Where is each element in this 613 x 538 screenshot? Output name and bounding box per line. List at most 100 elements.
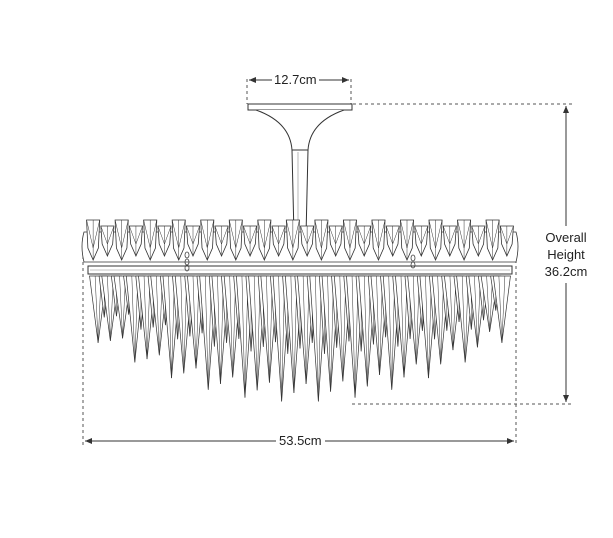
crystal-spike-facet [217, 275, 221, 384]
crystal-spike-facet [107, 275, 111, 341]
crown-crystal-facet [306, 225, 314, 245]
crown-crystal-facet [321, 219, 329, 249]
crystal-spike-facet [131, 275, 136, 363]
crystal-spike-facet [449, 275, 454, 351]
crown-crystal-facet [149, 219, 158, 249]
crystal-spike-facet [156, 275, 160, 356]
crown-crystal-facet [463, 219, 471, 249]
crown-crystal-facet [428, 219, 436, 249]
crown-crystal-facet [129, 225, 137, 245]
crown-crystal-facet [414, 225, 422, 245]
crown-crystal-facet [200, 219, 208, 249]
crown-crystal-facet [121, 219, 129, 249]
overall-height-line1: Overall [545, 230, 587, 245]
crystal-spike-facet [180, 275, 185, 374]
crown-crystal-facet [492, 219, 500, 249]
crown-crystal-facet [164, 225, 172, 245]
crown-crystal-facet [343, 219, 351, 249]
crystal-spike-facet [266, 275, 270, 383]
crown-crystal-facet [363, 225, 371, 245]
crown-crystal-facet [506, 225, 514, 245]
crystal-spike-facet [376, 275, 380, 375]
crown-crystal-facet [328, 225, 336, 245]
crown-crystal-facet [349, 219, 357, 249]
crown-crystal-facet [192, 225, 200, 245]
crystal-spike-facet [204, 275, 209, 390]
crown-crystal-facet [100, 225, 108, 245]
crystal-spike-facet [168, 275, 172, 379]
top-width-label: 12.7cm [272, 72, 319, 88]
crystal-spike-facet [241, 275, 246, 398]
crown-crystal-facet [178, 219, 186, 249]
crystal-spike-facet [498, 275, 503, 343]
crown-crystal-facet [243, 225, 251, 245]
crystal-spike-facet [290, 275, 295, 393]
crystal-spike-facet [437, 275, 441, 365]
overall-height-line2: Height [547, 247, 585, 262]
crystal-spike-facet [327, 275, 331, 392]
crown-crystal-facet [235, 219, 243, 249]
bottom-width-label: 53.5cm [276, 433, 325, 449]
crown-crystal-facet [335, 225, 343, 245]
overall-height-label: Overall Height 36.2cm [538, 229, 594, 280]
crown-crystal-facet [221, 225, 229, 245]
crown-crystal-facet [435, 219, 443, 249]
crown-crystal-facet [457, 219, 465, 249]
crown-crystal-facet [471, 225, 479, 245]
crown-crystal-facet [371, 219, 379, 249]
crown-crystal-facet [400, 219, 408, 249]
crystal-spike-facet [486, 275, 490, 332]
crystal-spike-facet [351, 275, 356, 398]
crown-crystal-facet [385, 225, 393, 245]
crystal-spike-facet [364, 275, 368, 387]
crown-crystal-facet [143, 219, 151, 249]
crystal-spike-facet [119, 275, 123, 339]
crystal-spike-facet [143, 275, 148, 360]
crystal-spike-facet [339, 275, 344, 382]
crown-crystal-facet [443, 225, 451, 245]
crown-crystal-facet [214, 225, 222, 245]
crown-crystal-facet [406, 219, 414, 249]
crown-crystal-facet [114, 219, 122, 249]
crown-crystal-facet [314, 219, 322, 249]
crystal-spike-facet [302, 275, 307, 384]
crown-crystal-facet [228, 219, 237, 249]
crystal-spike-facet [425, 275, 429, 379]
crown-crystal-facet [449, 225, 457, 245]
crystal-spike-facet [388, 275, 393, 390]
crystal-spike-facet [94, 275, 99, 343]
crystal-spike-facet [229, 275, 233, 378]
crystal-spike-facet [192, 275, 197, 369]
crown-crystal-facet [249, 225, 257, 245]
crown-crystal-facet [135, 225, 143, 245]
canopy [247, 103, 353, 151]
overall-height-value: 36.2cm [544, 264, 588, 279]
crystal-spike-facet [412, 275, 417, 365]
crystal-spike-facet [278, 275, 282, 402]
crown-crystal-facet [86, 219, 94, 249]
crown-crystal-facet [186, 225, 194, 245]
crown-crystal-facet [271, 225, 279, 245]
crown-crystal-facet [92, 219, 100, 249]
crown-crystal-facet [292, 219, 300, 249]
crystal-spike-facet [315, 275, 319, 402]
crystal-spike-facet [400, 275, 405, 378]
crown-crystal-facet [392, 225, 400, 245]
crown-crystal-facet [478, 225, 486, 245]
overall-height-dimension [352, 103, 572, 405]
crown-crystal-facet [485, 219, 493, 249]
crown-crystal-facet [207, 219, 215, 249]
crystal-crown-band [81, 219, 519, 263]
crown-crystal-facet [257, 219, 265, 249]
crown-crystal-facet [421, 225, 429, 245]
crystal-spike-facet [253, 275, 258, 391]
crown-crystal-facet [378, 219, 386, 249]
crown-crystal-facet [300, 225, 308, 245]
crystal-spike-facet [501, 275, 506, 343]
ring-frame [87, 265, 513, 275]
crown-crystal-facet [278, 225, 286, 245]
crown-crystal-facet [157, 225, 165, 245]
suspension-chains [184, 251, 416, 272]
crown-crystal-facet [107, 225, 115, 245]
